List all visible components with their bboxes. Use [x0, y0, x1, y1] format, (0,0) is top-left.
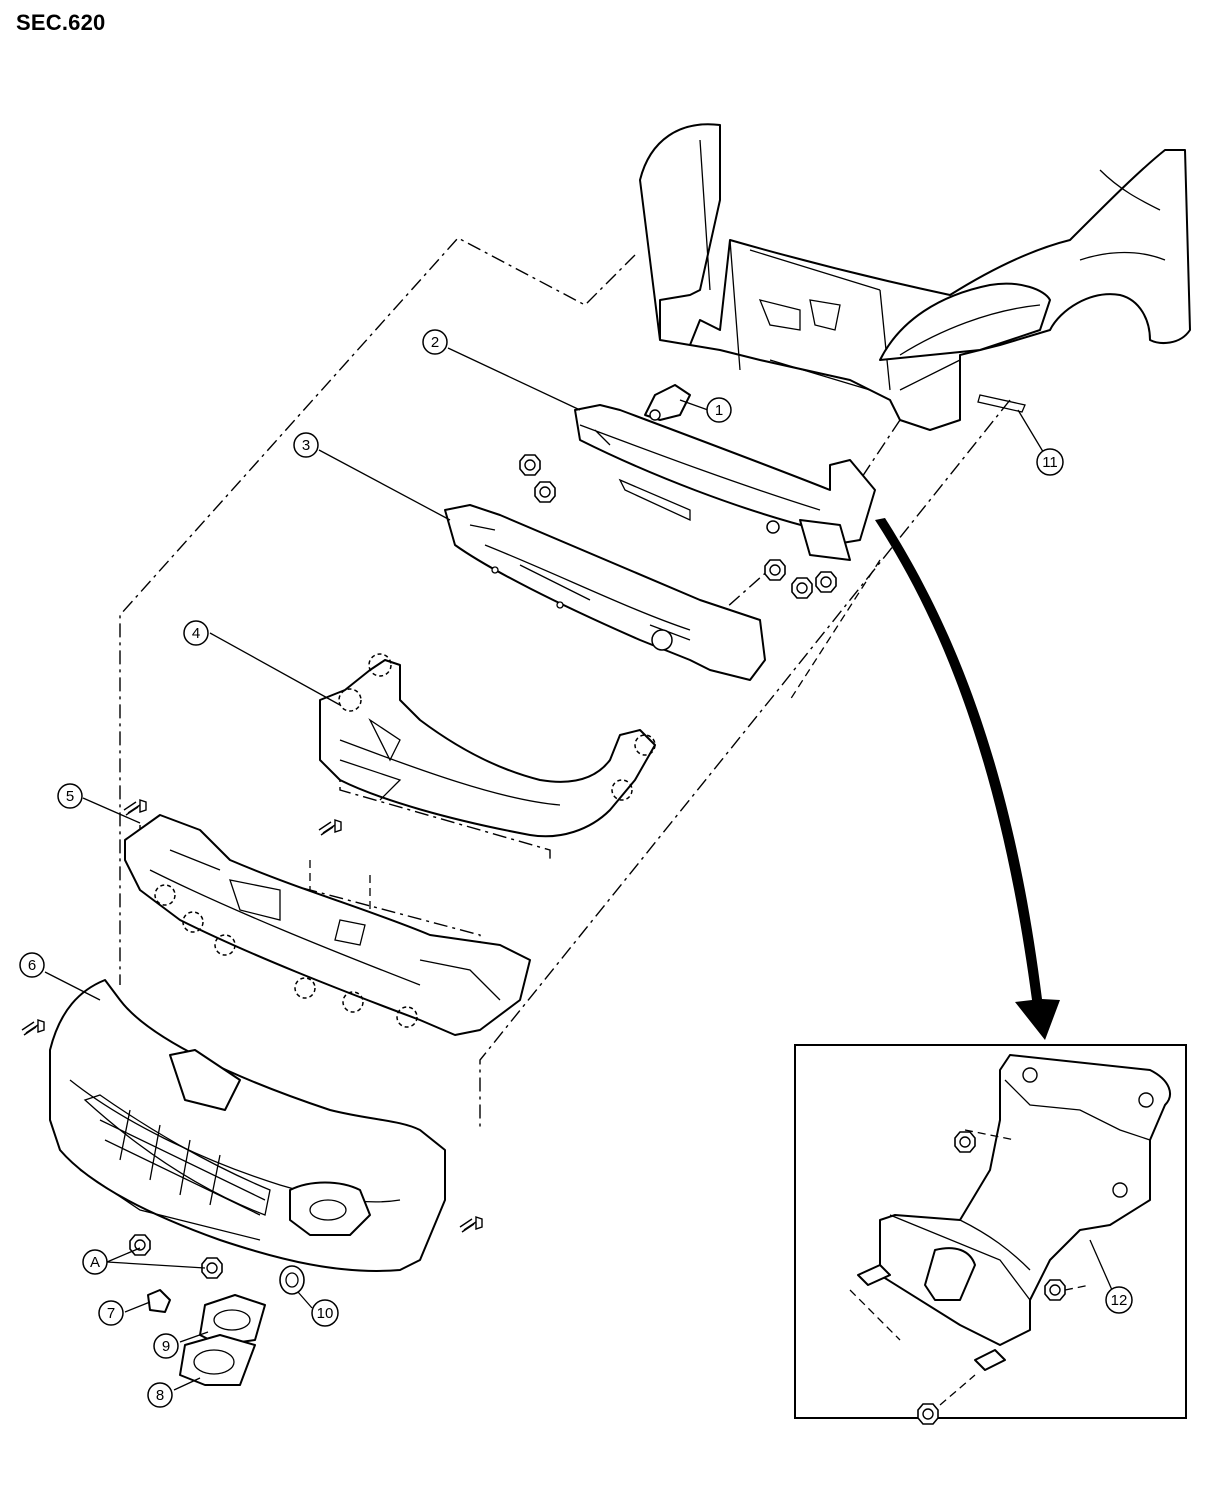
- svg-text:9: 9: [162, 1338, 170, 1355]
- callout-12: 12: [1105, 1286, 1133, 1314]
- part-8-fog-lamp-gasket: [179, 1334, 256, 1386]
- callout-8: 8: [147, 1382, 173, 1408]
- callout-1: 1: [706, 397, 732, 423]
- part-10-grommet: [279, 1265, 305, 1295]
- part-4-upper-bracket: [319, 653, 656, 838]
- callout-6: 6: [19, 952, 45, 978]
- svg-text:5: 5: [66, 788, 74, 805]
- svg-text:2: 2: [431, 334, 439, 351]
- part-9-fog-lamp-finisher: [199, 1294, 266, 1346]
- callout-7: 7: [98, 1300, 124, 1326]
- part-6-bumper-fascia: [49, 979, 446, 1272]
- leader-lines: [44, 347, 1113, 1391]
- callout-9: 9: [153, 1333, 179, 1359]
- part-2-bumper-reinforcement: [574, 404, 876, 561]
- part-1-bracket: [644, 384, 691, 421]
- svg-text:4: 4: [192, 625, 200, 642]
- svg-text:A: A: [90, 1254, 100, 1271]
- callout-3: 3: [293, 432, 319, 458]
- callout-4: 4: [183, 620, 209, 646]
- svg-text:3: 3: [302, 437, 310, 454]
- svg-text:12: 12: [1111, 1292, 1128, 1309]
- svg-text:11: 11: [1042, 454, 1058, 471]
- part-5-air-guide: [124, 814, 531, 1036]
- detail-view-box: [794, 1044, 1187, 1425]
- svg-text:10: 10: [317, 1305, 334, 1322]
- callout-10: 10: [311, 1299, 339, 1327]
- svg-text:6: 6: [28, 957, 36, 974]
- detail-arrow-icon: [875, 518, 1060, 1040]
- svg-text:8: 8: [156, 1387, 164, 1404]
- part-11-clip: [977, 394, 1026, 413]
- part-7-cover: [147, 1289, 171, 1313]
- svg-text:7: 7: [107, 1305, 115, 1322]
- section-title: SEC.620: [16, 10, 106, 35]
- callout-5: 5: [57, 783, 83, 809]
- callout-A: A: [82, 1249, 108, 1275]
- callout-11: 11: [1036, 448, 1064, 476]
- part-3-energy-absorber: [444, 504, 766, 681]
- callout-2: 2: [422, 329, 448, 355]
- svg-text:1: 1: [715, 402, 723, 419]
- vehicle-front-body: [639, 123, 1191, 431]
